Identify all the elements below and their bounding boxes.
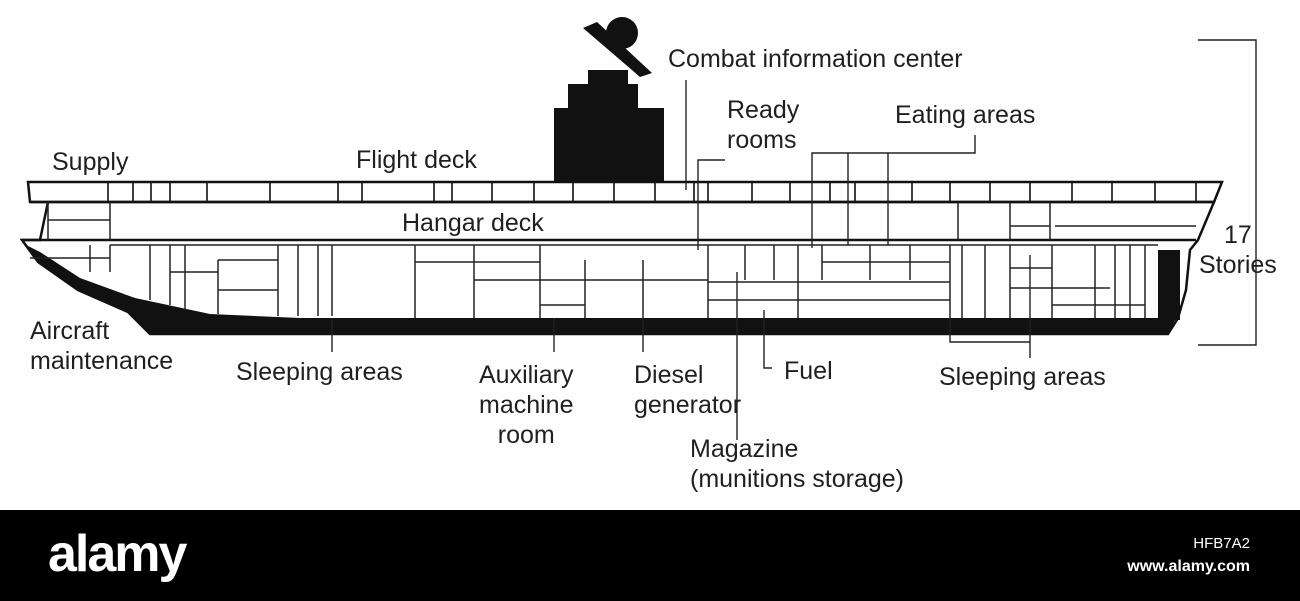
label-diesel-generator: Diesel generator: [634, 361, 742, 419]
label-magazine: Magazine (munitions storage): [690, 435, 904, 493]
label-sleeping-areas-left: Sleeping areas: [236, 358, 403, 386]
image-id: HFB7A2: [1193, 535, 1250, 552]
site-url: www.alamy.com: [1127, 558, 1250, 575]
label-auxiliary-machine-room: Auxiliary machine room: [479, 361, 574, 449]
label-sleeping-areas-right: Sleeping areas: [939, 363, 1106, 391]
leader-lines: [331, 39, 1257, 440]
label-combat-information-center: Combat information center: [668, 45, 963, 73]
label-hangar-deck: Hangar deck: [402, 209, 544, 237]
flight-deck-cells: [107, 182, 1197, 202]
hull: [19, 200, 1216, 336]
label-eating-areas: Eating areas: [895, 101, 1036, 129]
watermark-footer: [0, 510, 1300, 601]
label-aircraft-maintenance: Aircraft maintenance: [30, 317, 174, 375]
diagram-canvas: Combat information center Ready rooms Ea…: [19, 17, 1277, 493]
alamy-logo: alamy: [48, 525, 187, 583]
label-fuel: Fuel: [784, 357, 833, 385]
label-flight-deck: Flight deck: [356, 146, 477, 174]
island-superstructure: [554, 17, 664, 182]
interior-compartments: [30, 202, 1196, 318]
label-ready-rooms: Ready rooms: [727, 96, 800, 154]
label-supply: Supply: [52, 148, 129, 176]
aircraft-carrier-cutaway: [19, 17, 1257, 440]
label-17-stories: 17 Stories: [1199, 221, 1277, 279]
